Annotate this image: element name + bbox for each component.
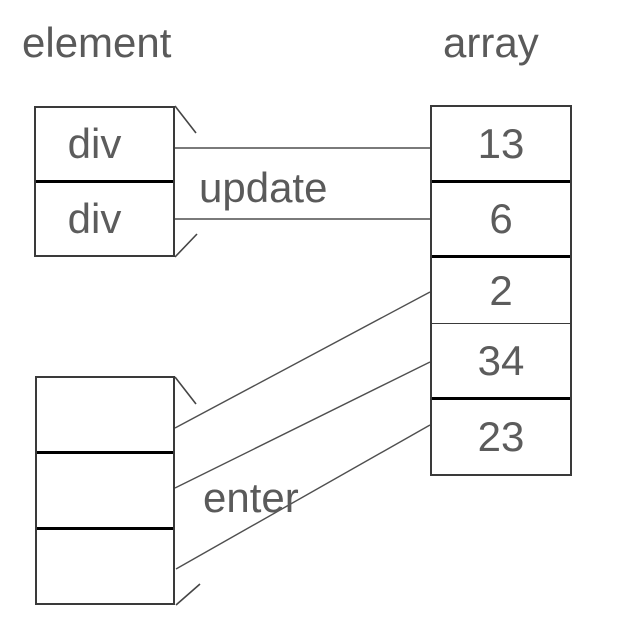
element-group-bottom-tick-icon	[174, 233, 198, 258]
enter-connector-line-2	[174, 361, 431, 489]
update-selection-label: update	[199, 164, 328, 211]
array-cell-value: 2	[489, 266, 513, 314]
array-cell-value: 13	[477, 119, 525, 167]
element-group-top-tick-icon	[174, 105, 197, 134]
array-cell: 34	[432, 324, 570, 400]
array-boxes-group: 13 6 2 34 23	[430, 105, 572, 476]
enter-connector-line-1	[174, 291, 431, 429]
element-column-title: element	[22, 19, 172, 66]
element-cell: div	[36, 183, 173, 255]
array-cell: 23	[432, 400, 570, 474]
enter-placeholder-cell	[37, 454, 173, 530]
element-cell: div	[36, 108, 173, 183]
enter-group-top-tick-icon	[174, 376, 197, 405]
enter-placeholder-cell	[37, 530, 173, 603]
enter-placeholder-boxes-group	[35, 376, 175, 605]
array-column-title: array	[443, 19, 539, 66]
element-boxes-group: div div	[34, 106, 175, 257]
enter-selection-label: enter	[203, 474, 299, 521]
array-cell: 2	[432, 258, 570, 324]
array-cell-value: 23	[477, 413, 525, 460]
element-cell-text: div	[67, 120, 122, 167]
array-cell-value: 34	[477, 336, 525, 384]
array-cell: 13	[432, 107, 570, 183]
array-cell-value: 6	[489, 195, 513, 242]
enter-group-bottom-tick-icon	[175, 583, 201, 606]
element-cell-text: div	[67, 195, 122, 242]
enter-placeholder-cell	[37, 378, 173, 454]
array-cell: 6	[432, 183, 570, 258]
